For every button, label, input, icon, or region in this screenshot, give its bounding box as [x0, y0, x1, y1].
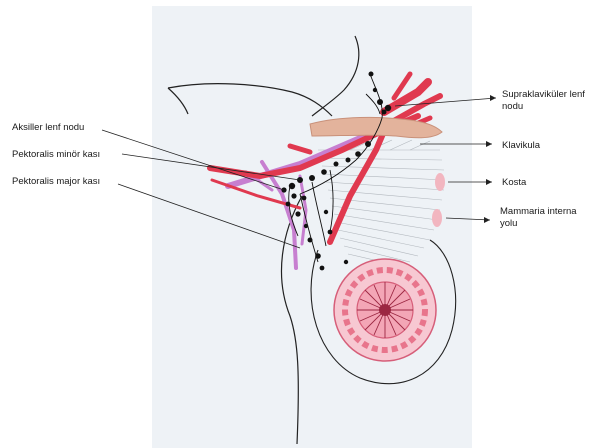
mammary-gland [334, 259, 436, 361]
label-rib: Kosta [502, 177, 527, 188]
rib-kosta [435, 173, 445, 191]
illustration-background [152, 6, 472, 448]
label-pectoralis-major: Pektoralis major kası [12, 176, 100, 187]
leader-arrowheads [484, 95, 496, 223]
rib-internal-mammary [432, 209, 442, 227]
label-supraclavicular-line2: nodu [502, 101, 523, 112]
label-supraclavicular-line1: Supraklaviküler lenf [502, 89, 585, 100]
label-clavicle: Klavikula [502, 140, 541, 151]
label-axillary-lymph-node: Aksiller lenf nodu [12, 122, 84, 133]
label-mammaria-line2: yolu [500, 218, 517, 229]
label-pectoralis-minor: Pektoralis minör kası [12, 149, 100, 160]
label-mammaria-line1: Mammaria interna [500, 206, 577, 217]
